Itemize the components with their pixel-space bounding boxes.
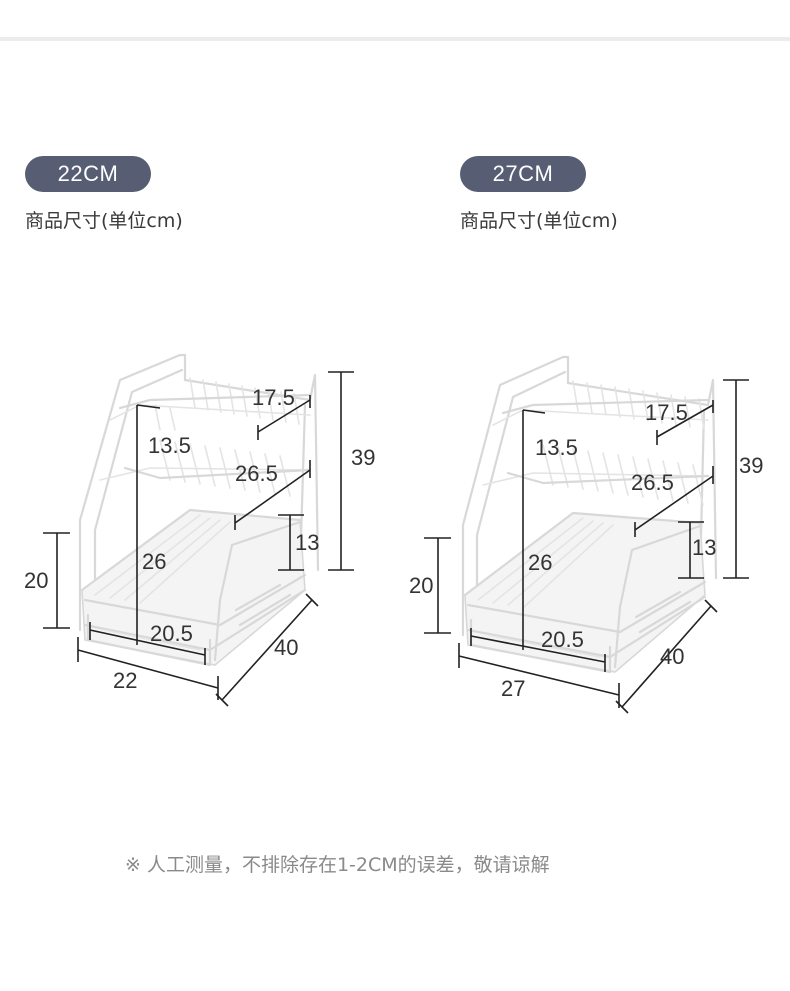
dim-label-drawer-height: 13: [692, 535, 716, 560]
measurement-disclaimer: ※ 人工测量，不排除存在1-2CM的误差，敬请谅解: [125, 854, 550, 876]
size-badge: 27CM: [460, 156, 586, 192]
dim-label-width: 27: [501, 676, 525, 701]
dim-label-top-shelf-depth: 17.5: [645, 400, 688, 425]
top-divider: [0, 37, 790, 41]
dimensions-caption: 商品尺寸(单位cm): [25, 210, 183, 232]
dim-label-drawer-width: 20.5: [150, 621, 193, 646]
product-22cm: 22CM 商品尺寸(单位cm): [0, 0, 395, 760]
dimensions-caption: 商品尺寸(单位cm): [460, 210, 618, 232]
dim-label-rack-height: 26: [528, 550, 552, 575]
size-badge: 22CM: [25, 156, 151, 192]
dim-label-drawer-height: 13: [295, 530, 319, 555]
product-27cm: 27CM 商品尺寸(单位cm): [395, 0, 790, 760]
dim-label-mid-shelf-depth: 26.5: [631, 470, 674, 495]
dim-label-depth: 40: [274, 635, 298, 660]
dim-label-shelf-gap: 13.5: [535, 435, 578, 460]
rack-diagram: 17.5 13.5 26.5 39 13 26 20 20.5 22 40: [24, 353, 375, 707]
rack-diagram: 17.5 13.5 26.5 39 13 26 20 20.5 27 40: [409, 355, 763, 714]
dim-label-width: 22: [113, 668, 137, 693]
dim-label-base-height: 20: [24, 568, 48, 593]
dim-label-top-shelf-depth: 17.5: [252, 385, 295, 410]
dimension-lines: [424, 379, 749, 714]
dim-label-drawer-width: 20.5: [541, 627, 584, 652]
dimension-lines: [43, 371, 354, 707]
dim-label-rack-height: 26: [142, 549, 166, 574]
dim-label-depth: 40: [660, 644, 684, 669]
rack-frame: [461, 355, 718, 674]
dim-label-total-height: 39: [739, 453, 763, 478]
dim-label-base-height: 20: [409, 573, 433, 598]
dim-label-shelf-gap: 13.5: [148, 433, 191, 458]
dim-label-total-height: 39: [351, 445, 375, 470]
dim-label-mid-shelf-depth: 26.5: [235, 461, 278, 486]
